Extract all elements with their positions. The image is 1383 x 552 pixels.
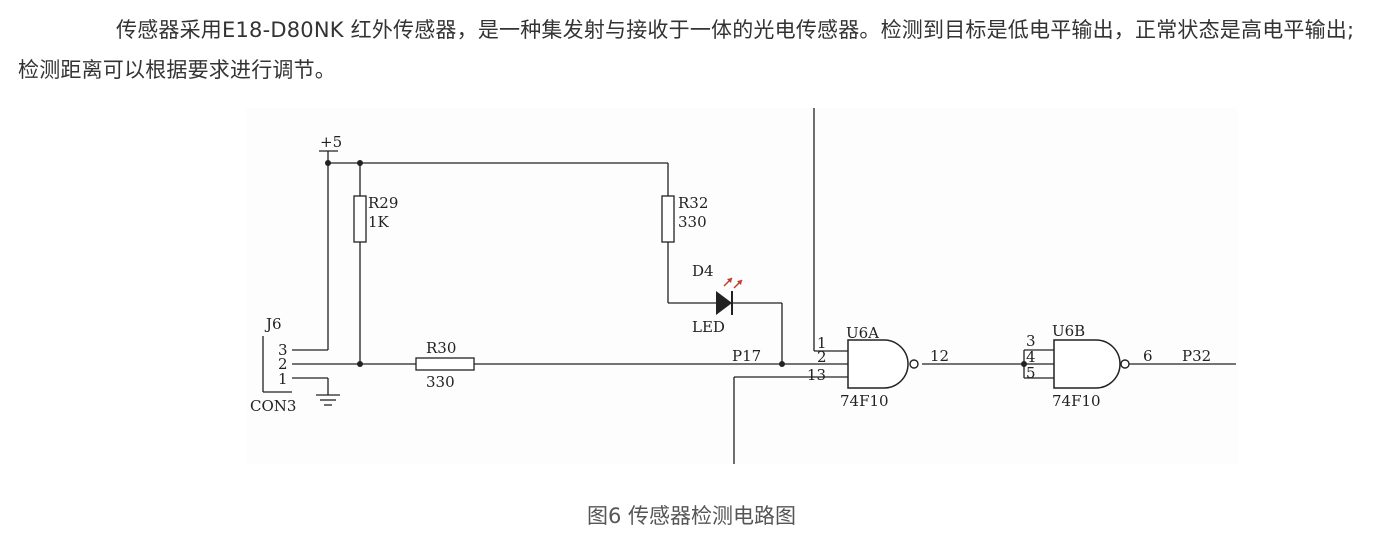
u6b-output-pin-label: 6 <box>1143 347 1153 365</box>
u6b-pin5-label: 5 <box>1026 364 1036 382</box>
wires <box>262 108 1236 464</box>
r32-name-label: R32 <box>678 194 708 212</box>
j6-pin1-label: 1 <box>278 370 288 388</box>
d4-name-label: D4 <box>692 262 714 280</box>
r32-value-label: 330 <box>678 213 707 231</box>
body-paragraph: 传感器采用E18-D80NK 红外传感器，是一种集发射与接收于一体的光电传感器。… <box>18 18 1355 82</box>
u6b-pin4-label: 4 <box>1026 348 1036 366</box>
p32-label: P32 <box>1182 347 1211 365</box>
circuit-schematic: +5 R29 1K R32 330 D4 LED J6 3 2 1 CON3 R… <box>250 108 1236 464</box>
j6-type-label: CON3 <box>250 397 296 415</box>
u6a-name-label: U6A <box>846 324 879 342</box>
figure-caption: 图6 传感器检测电路图 <box>586 504 797 528</box>
u6b-name-label: U6B <box>1052 322 1085 340</box>
r29-value-label: 1K <box>368 213 390 231</box>
r30-value-label: 330 <box>426 373 455 391</box>
sensor-circuit-figure: +5 R29 1K R32 330 D4 LED J6 3 2 1 CON3 R… <box>246 108 1238 464</box>
u6b-pin3-label: 3 <box>1026 332 1036 350</box>
j6-pin3-label: 3 <box>278 341 288 359</box>
u6a-pin2-label: 2 <box>817 348 827 366</box>
vcc-label: +5 <box>320 133 342 151</box>
r32-resistor <box>661 195 675 243</box>
r29-resistor <box>353 195 367 243</box>
u6b-type-label: 74F10 <box>1052 392 1101 410</box>
u6a-pin13-label: 13 <box>807 366 826 384</box>
u6a-pin1-label: 1 <box>817 334 827 352</box>
r30-resistor <box>415 357 475 371</box>
p17-label: P17 <box>732 347 761 365</box>
u6b-nand-gate <box>1053 339 1130 389</box>
j6-pin2-label: 2 <box>278 355 288 373</box>
r30-name-label: R30 <box>426 339 456 357</box>
d4-led <box>716 277 743 315</box>
d4-type-label: LED <box>692 318 725 336</box>
u6a-output-pin-label: 12 <box>930 347 949 365</box>
u6a-nand-gate <box>847 339 919 389</box>
junctions <box>325 160 1027 367</box>
j6-name-label: J6 <box>264 315 282 333</box>
u6a-type-label: 74F10 <box>840 392 889 410</box>
r29-name-label: R29 <box>368 194 398 212</box>
